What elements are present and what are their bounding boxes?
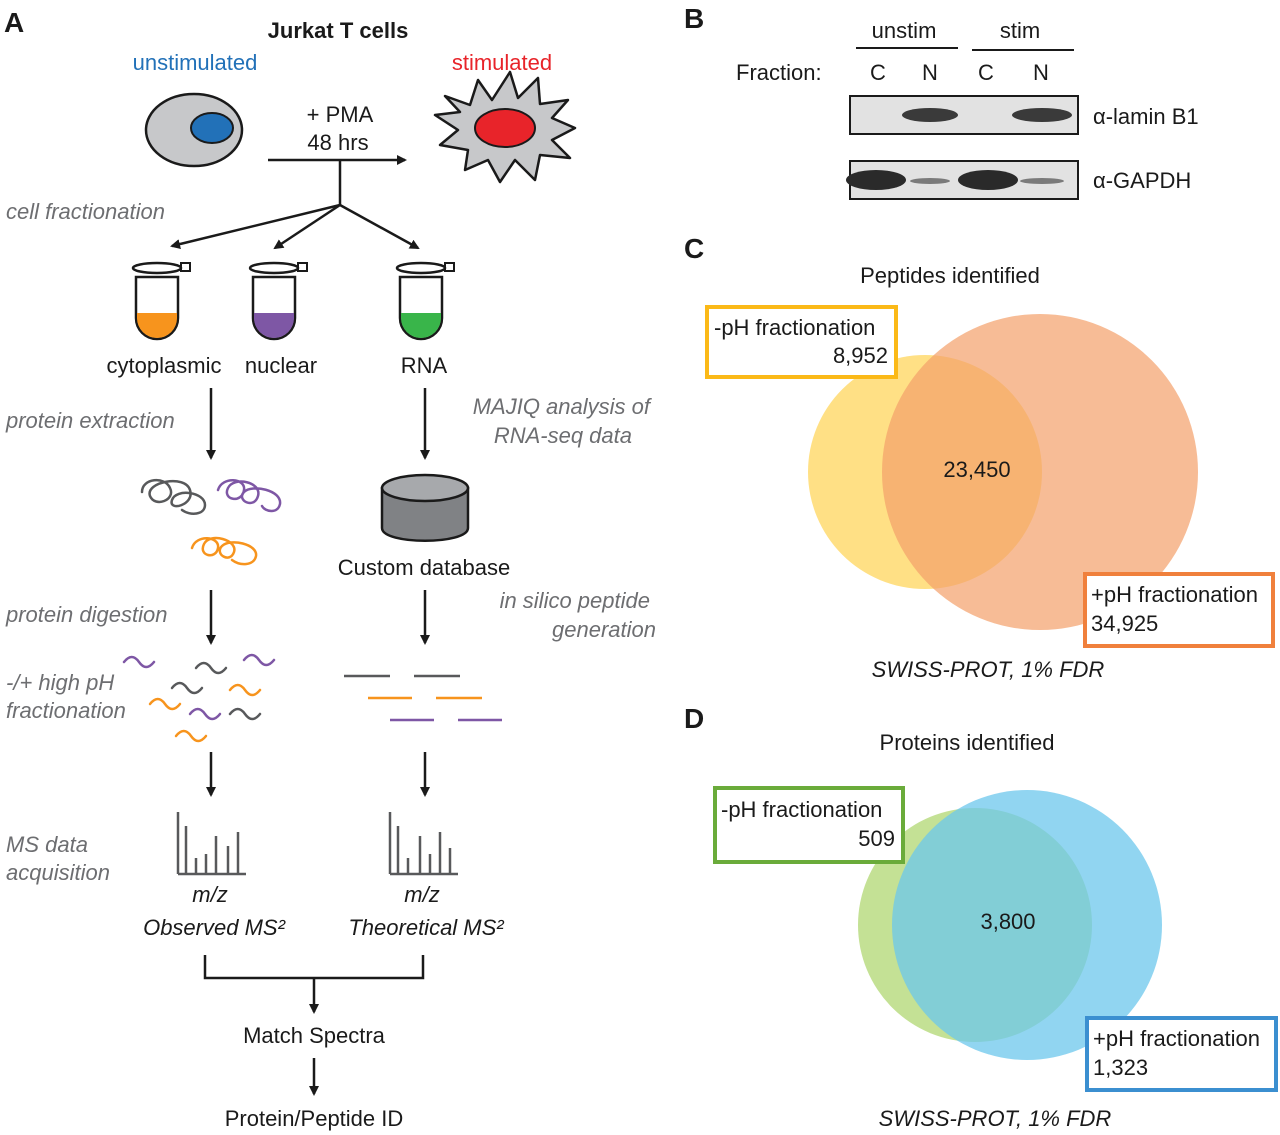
tube-label-nuclear: nuclear — [245, 353, 317, 378]
lane-label-2: N — [922, 60, 938, 85]
branch-arrow-rna — [339, 203, 420, 250]
venn-overlap-value-d: 3,800 — [980, 909, 1035, 934]
box-minus-ph-c — [705, 305, 898, 379]
stimulated-label: stimulated — [452, 50, 552, 75]
custom-database-icon — [380, 473, 470, 542]
observed-ms2-label: Observed MS² — [143, 915, 285, 940]
lane-label-4: N — [1033, 60, 1049, 85]
step-in-silico-line1: in silico peptide — [500, 588, 650, 613]
step-ms-line2: acquisition — [6, 860, 110, 885]
lane-label-3: C — [978, 60, 994, 85]
box-plus-ph-c — [1083, 572, 1275, 648]
panel-a-title: Jurkat T cells — [268, 18, 409, 43]
panel-c: C Peptides identified 23,450 -pH fractio… — [684, 233, 1275, 682]
label-minus-ph-d: -pH fractionation — [721, 797, 882, 822]
branch-arrow-nuclear — [273, 203, 341, 250]
unstimulated-label: unstimulated — [133, 50, 258, 75]
blot-gapdh — [846, 160, 1079, 200]
panel-a: A Jurkat T cells unstimulated stimulated… — [4, 7, 656, 1131]
step-protein-extraction: protein extraction — [5, 408, 175, 433]
footer-d: SWISS-PROT, 1% FDR — [879, 1106, 1112, 1131]
database-label: Custom database — [338, 555, 510, 580]
step-high-ph-line1: -/+ high pH — [6, 670, 114, 695]
blot-label-gapdh: α-GAPDH — [1093, 168, 1191, 193]
stimulated-cell-icon — [433, 70, 577, 184]
match-spectra-label: Match Spectra — [243, 1023, 386, 1048]
value-minus-ph-d: 509 — [858, 826, 895, 851]
label-minus-ph-c: -pH fractionation — [714, 315, 875, 340]
venn-circle-plus-ph — [882, 314, 1198, 630]
panel-d-title: Proteins identified — [880, 730, 1055, 755]
group-unstim-label: unstim — [872, 18, 937, 43]
tube-cytoplasmic-icon — [131, 261, 191, 341]
panel-b: B unstim stim Fraction: C N C N α-lamin … — [684, 3, 1199, 200]
label-plus-ph-d: +pH fractionation — [1093, 1026, 1260, 1051]
panel-c-title: Peptides identified — [860, 263, 1040, 288]
panel-b-letter: B — [684, 3, 704, 34]
tube-label-rna: RNA — [401, 353, 448, 378]
treatment-time: 48 hrs — [307, 130, 368, 155]
step-majiq-line2: RNA-seq data — [494, 423, 632, 448]
theoretical-peptides-icon — [344, 674, 502, 722]
box-minus-ph-d — [713, 786, 905, 864]
step-ms-line1: MS data — [6, 832, 88, 857]
venn-circle-plus-ph-d — [892, 790, 1162, 1060]
theoretical-ms2-label: Theoretical MS² — [348, 915, 504, 940]
step-high-ph-line2: fractionation — [6, 698, 126, 723]
unstimulated-cell-icon — [144, 92, 244, 168]
match-bracket — [203, 955, 425, 980]
panel-c-letter: C — [684, 233, 704, 264]
footer-c: SWISS-PROT, 1% FDR — [872, 657, 1105, 682]
treatment-pma: + PMA — [307, 102, 374, 127]
label-plus-ph-c: +pH fractionation — [1091, 582, 1258, 607]
group-stim-label: stim — [1000, 18, 1040, 43]
theoretical-spectrum-icon — [388, 812, 458, 876]
panel-a-letter: A — [4, 7, 24, 38]
tube-label-cytoplasmic: cytoplasmic — [107, 353, 222, 378]
branch-arrow-cytoplasmic — [170, 203, 341, 249]
lane-label-1: C — [870, 60, 886, 85]
fraction-label: Fraction: — [736, 60, 822, 85]
step-protein-digestion: protein digestion — [5, 602, 167, 627]
observed-spectrum-icon — [176, 812, 246, 876]
protein-venn — [858, 790, 1162, 1060]
venn-overlap-value-c: 23,450 — [943, 457, 1010, 482]
blot-lamin-b1 — [849, 95, 1079, 135]
blot-label-lamin: α-lamin B1 — [1093, 104, 1199, 129]
value-plus-ph-d: 1,323 — [1093, 1055, 1148, 1080]
result-label: Protein/Peptide ID — [225, 1106, 404, 1131]
tube-rna-icon — [395, 261, 455, 341]
box-plus-ph-d — [1085, 1016, 1278, 1092]
value-plus-ph-c: 34,925 — [1091, 611, 1158, 636]
peptide-squiggles-icon — [122, 653, 276, 743]
value-minus-ph-c: 8,952 — [833, 343, 888, 368]
step-cell-fractionation: cell fractionation — [6, 199, 165, 224]
step-majiq-line1: MAJIQ analysis of — [473, 394, 653, 419]
axis-label-observed: m/z — [192, 882, 227, 907]
peptide-venn — [808, 314, 1198, 630]
tube-nuclear-icon — [248, 261, 308, 341]
panel-d-letter: D — [684, 703, 704, 734]
panel-d: D Proteins identified 3,800 -pH fraction… — [684, 703, 1278, 1131]
axis-label-theoretical: m/z — [404, 882, 439, 907]
step-in-silico-line2: generation — [552, 617, 656, 642]
protein-tangles-icon — [140, 479, 282, 566]
